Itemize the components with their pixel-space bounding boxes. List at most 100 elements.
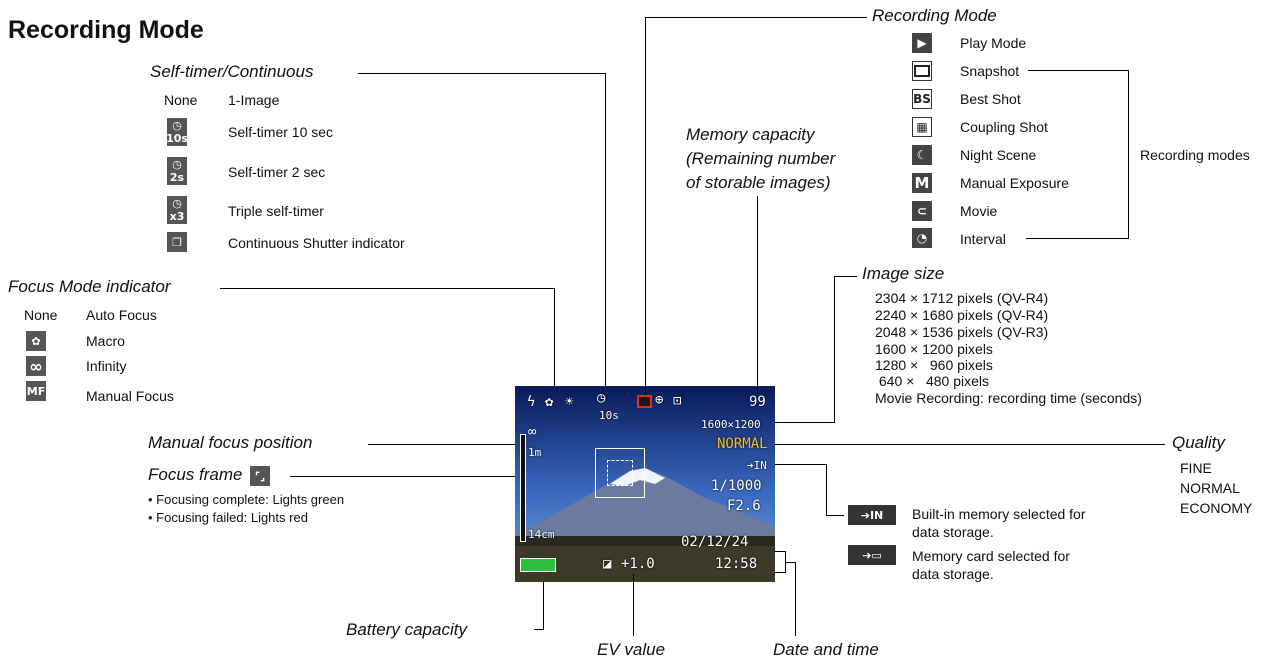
date-time-label: Date and time [773, 640, 879, 659]
infinity-icon: ∞ [26, 356, 46, 376]
image-size-line: 2240 × 1680 pixels (QV-R4) [875, 307, 1049, 323]
list-item-label: Night Scene [960, 147, 1037, 163]
bullet-item: • Focusing complete: Lights green [148, 492, 345, 507]
leader-line [554, 288, 555, 396]
recording-mode-label: Recording Mode [872, 6, 997, 25]
lcd-ev: +1.0 [621, 556, 655, 572]
self-timer-label: Self-timer/Continuous [150, 62, 314, 81]
lcd-remaining: 99 [749, 394, 766, 410]
image-size-line: 1280 × 960 pixels [875, 357, 993, 373]
memory-card-icon: ➔▭ [848, 545, 896, 565]
leader-line [605, 73, 606, 398]
leader-line [543, 582, 544, 630]
zoom-icon: ⊕ [655, 392, 664, 408]
list-item-label: Play Mode [960, 35, 1027, 51]
list-item-label: Triple self-timer [228, 203, 324, 219]
quality-option: ECONOMY [1180, 500, 1253, 516]
leader-line [290, 476, 594, 477]
leader-line [775, 464, 827, 465]
manual-focus-position-label: Manual focus position [148, 433, 313, 452]
coupling-shot-icon: ▦ [912, 117, 932, 137]
lcd-focus-14cm: 14cm [528, 528, 555, 541]
continuous-shutter-icon: ❐ [167, 232, 187, 252]
lcd-timer-text: 10s [599, 409, 619, 422]
white-balance-icon: ☀ [565, 394, 574, 410]
storage-text: Memory card selected for [912, 548, 1070, 564]
builtin-memory-icon: ➔IN [848, 505, 896, 525]
camera-lcd: ϟ ✿ ☀ ◷ 10s ⊕ ⊡ 99 1600×1200 NORMAL ➔IN … [515, 386, 775, 582]
quality-option: FINE [1180, 460, 1212, 476]
image-size-line: 1600 × 1200 pixels [875, 341, 993, 357]
leader-line [834, 276, 835, 423]
lcd-ev-icon: ◪ [603, 556, 612, 572]
self-timer-icon: ◷ [597, 390, 606, 406]
battery-icon [520, 558, 556, 572]
bracket-line [1128, 70, 1129, 239]
storage-text: data storage. [912, 566, 994, 582]
focus-frame-box [595, 448, 645, 498]
lcd-time: 12:58 [715, 556, 758, 572]
list-item-label: Movie [960, 203, 998, 219]
storage-text: data storage. [912, 524, 994, 540]
image-size-line: 640 × 480 pixels [875, 373, 990, 389]
leader-line [220, 288, 555, 289]
lcd-focus-inf: ∞ [528, 424, 537, 440]
recording-modes-group-label: Recording modes [1140, 147, 1250, 163]
list-item-label: Manual Focus [86, 388, 174, 404]
lcd-storage-icon: ➔IN [747, 459, 767, 472]
leader-line [534, 629, 544, 630]
manual-exposure-icon: M [912, 173, 932, 193]
lcd-focus-1m: 1m [528, 446, 542, 459]
leader-line [826, 464, 827, 516]
leader-line [645, 17, 867, 18]
list-item-label: Coupling Shot [960, 119, 1048, 135]
image-size-line: 2048 × 1536 pixels (QV-R3) [875, 324, 1049, 340]
movie-icon: ⊂ [912, 201, 932, 221]
lcd-date: 02/12/24 [681, 534, 749, 550]
macro-icon: ✿ [545, 394, 554, 410]
image-size-line: Movie Recording: recording time (seconds… [875, 390, 1142, 406]
battery-capacity-label: Battery capacity [346, 620, 467, 639]
quality-option: NORMAL [1180, 480, 1240, 496]
memory-capacity-line: of storable images) [686, 173, 831, 192]
flash-icon: ϟ [527, 394, 536, 410]
focus-mode-label: Focus Mode indicator [8, 277, 171, 296]
leader-line [795, 562, 796, 636]
snapshot-icon [912, 61, 932, 81]
bracket-line [775, 551, 785, 552]
play-icon: ▶ [912, 33, 932, 53]
list-item-label: Macro [86, 333, 125, 349]
list-item-label: Best Shot [960, 91, 1021, 107]
bracket-line [1028, 70, 1129, 71]
ev-value-label: EV value [597, 640, 666, 659]
bullet-text: Focusing failed: Lights red [156, 510, 308, 525]
lcd-shutter: 1/1000 [711, 478, 762, 494]
triple-timer-icon: ◷x3 [167, 196, 187, 224]
manual-focus-icon: MF [26, 381, 46, 401]
meter-icon: ⊡ [673, 393, 682, 409]
lcd-quality: NORMAL [717, 436, 768, 452]
leader-line [775, 422, 835, 423]
list-item-label: Interval [960, 231, 1006, 247]
night-scene-icon: ☾ [912, 145, 932, 165]
record-mode-icon [637, 395, 652, 408]
list-item-label: Continuous Shutter indicator [228, 235, 405, 251]
image-size-line: 2304 × 1712 pixels (QV-R4) [875, 290, 1049, 306]
interval-icon: ◔ [912, 228, 932, 248]
leader-line [368, 444, 518, 445]
leader-line [835, 276, 857, 277]
quality-label: Quality [1172, 433, 1225, 452]
best-shot-icon: BS [912, 89, 932, 109]
none-text: None [24, 307, 58, 323]
leader-line [775, 444, 1165, 445]
lcd-aperture: F2.6 [727, 498, 761, 514]
leader-line [633, 574, 634, 636]
leader-line [757, 196, 758, 394]
focus-scale-bar [520, 434, 526, 542]
icon-caption: x3 [169, 210, 185, 223]
icon-caption: 2s [169, 171, 185, 184]
storage-text: Built-in memory selected for [912, 506, 1086, 522]
list-item-label: 1-Image [228, 92, 280, 108]
list-item-label: Manual Exposure [960, 175, 1069, 191]
self-timer-2-icon: ◷2s [167, 157, 187, 185]
